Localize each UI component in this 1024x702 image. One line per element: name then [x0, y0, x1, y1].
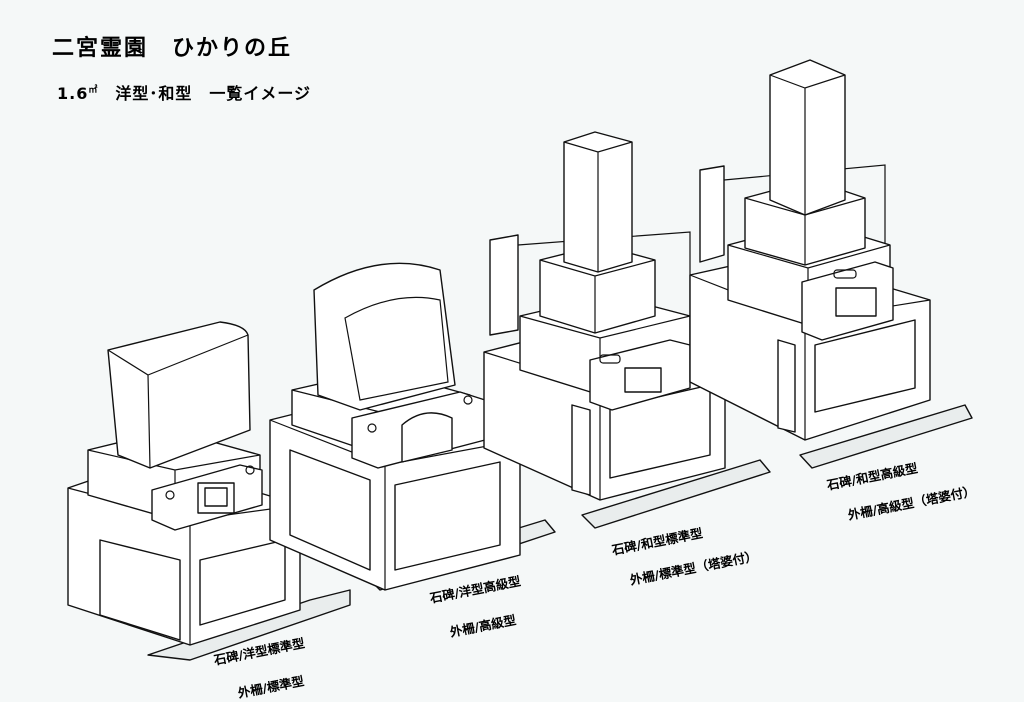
grave-western-standard	[67, 321, 351, 661]
grave-japanese-premium	[689, 59, 973, 469]
subtitle-text: 洋型･和型 一覧イメージ	[98, 84, 312, 103]
grave-japanese-standard	[483, 131, 771, 529]
page-subtitle: 1.6㎡ 洋型･和型 一覧イメージ	[57, 80, 311, 104]
grave-western-premium	[269, 262, 556, 591]
subtitle-size: 1.6	[57, 84, 89, 103]
page-title: 二宮霊園 ひかりの丘	[52, 36, 293, 61]
subtitle-unit: ㎡	[88, 85, 99, 96]
